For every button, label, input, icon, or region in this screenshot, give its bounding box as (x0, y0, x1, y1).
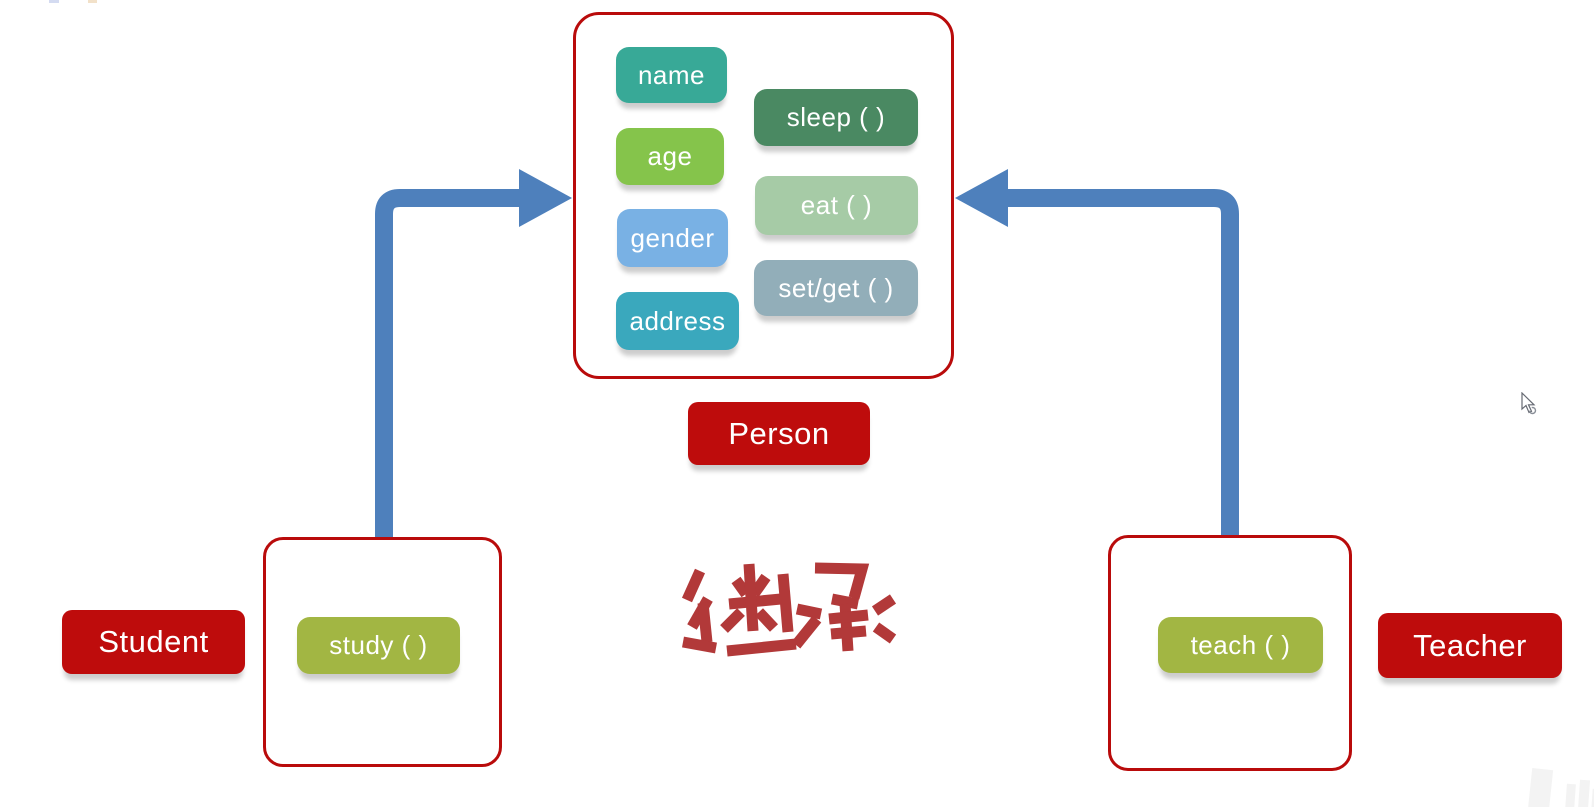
teacher-class-box: teach ( ) (1108, 535, 1352, 771)
teacher-class-label: Teacher (1378, 613, 1562, 678)
student-class-label: Student (62, 610, 245, 674)
watermark-fragment (1577, 779, 1591, 807)
top-edge-speck (88, 0, 97, 3)
watermark-fragment (1565, 783, 1576, 807)
person-attribute-address: address (616, 292, 739, 350)
person-method-setget: set/get ( ) (754, 260, 918, 316)
mouse-cursor (1521, 392, 1537, 415)
person-attribute-age: age (616, 128, 724, 185)
watermark-fragment (1527, 768, 1554, 807)
teacher-method-teach: teach ( ) (1158, 617, 1323, 673)
person-class-box: name age gender address sleep ( ) eat ( … (573, 12, 954, 379)
top-edge-speck (49, 0, 59, 3)
student-class-box: study ( ) (263, 537, 502, 767)
student-method-study: study ( ) (297, 617, 460, 674)
person-attribute-gender: gender (617, 209, 728, 267)
person-method-eat: eat ( ) (755, 176, 918, 235)
person-attribute-name: name (616, 47, 727, 103)
person-class-label: Person (688, 402, 870, 465)
inheritance-arrow-right (955, 169, 1239, 535)
person-method-sleep: sleep ( ) (754, 89, 918, 146)
inheritance-arrow-left (375, 169, 572, 537)
